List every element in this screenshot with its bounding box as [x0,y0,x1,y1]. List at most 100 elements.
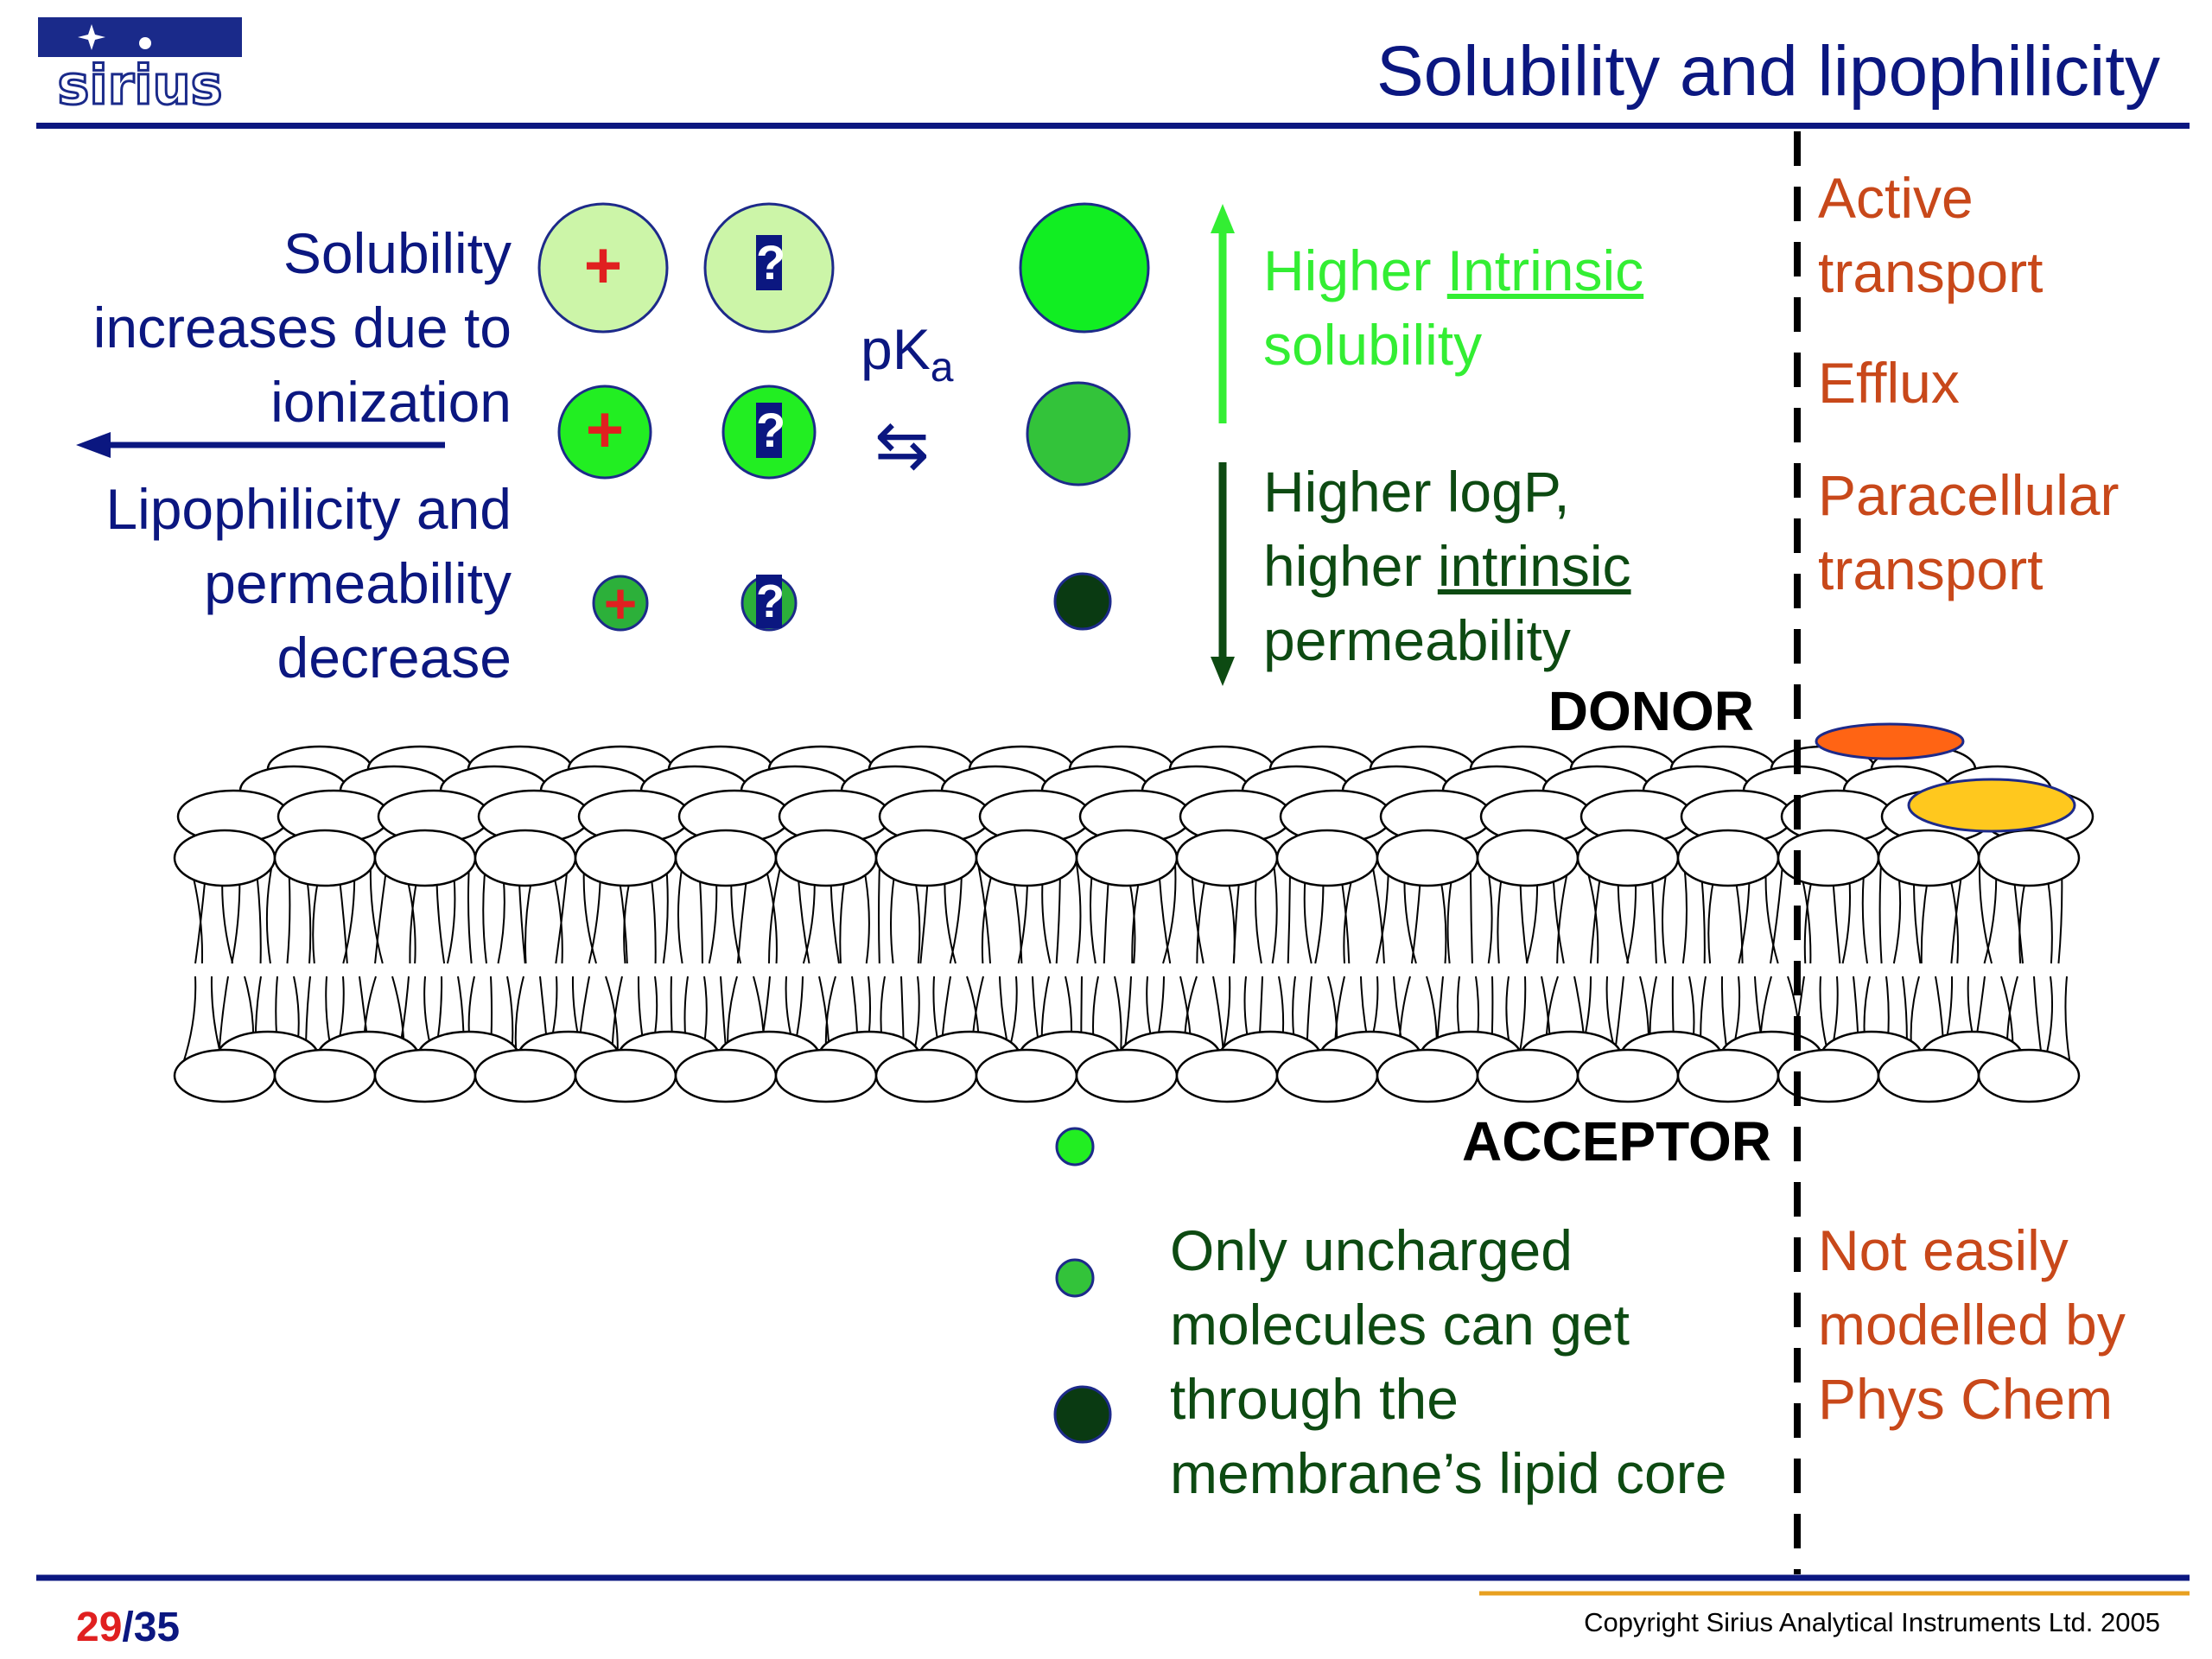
lipid-head [173,829,276,887]
lipid-tail [768,863,782,964]
lipid-tail [2064,976,2071,1064]
lipid-head [1576,1048,1680,1103]
lipid-head [574,829,677,887]
lipid-head [1576,829,1680,887]
lipid-head [1877,1048,1980,1103]
header-divider [36,123,2190,129]
sirius-logo: sirius [38,17,242,118]
lipid-tail [1764,863,1779,964]
efflux-text: Efflux [1818,351,1960,415]
lipid-head [674,829,778,887]
equilibrium-icon: ⇆ [874,406,930,483]
lipid-tail [662,863,669,964]
solubility-text: Solubility increases due to ionization [93,216,512,439]
lipid-tail [1978,863,1993,964]
lipid-head [273,1048,377,1103]
pka-base: pK [861,317,931,381]
paracellular-text: Paracellular transport [1818,458,2120,607]
cation-medium [557,385,652,480]
lipid-tail [286,863,291,964]
uncharged-line: membrane’s lipid core [1170,1441,1727,1505]
active-line: transport [1818,240,2044,304]
efflux-transporter [1815,722,1965,760]
page-current: 29 [76,1605,123,1650]
lipid-tail [374,863,388,964]
page-title: Solubility and lipophilicity [1376,32,2160,111]
lipid-tail [369,863,384,964]
not-easily-modelled-text: Not easily modelled by Phys Chem [1818,1213,2126,1436]
intrinsic-solubility-text: Higher Intrinsic solubility [1263,233,1643,382]
lipid-head [1877,829,1980,887]
lipid-tail [1287,863,1291,964]
lipid-head [173,1048,276,1103]
page-separator: / [122,1605,134,1650]
not-easily-line: Not easily [1818,1218,2069,1282]
logo-wordmark: sirius [57,54,222,107]
uncharged-line: through the [1170,1367,1459,1431]
anion-symbol-small: ? [756,575,785,628]
lipid-head [975,1048,1078,1103]
cation-symbol-large: + [583,229,623,302]
lipophilicity-line: permeability [204,551,512,615]
lipid-tail [1371,863,1385,964]
lipid-tail [182,976,197,1064]
lipid-tail [1770,863,1783,964]
lipid-tail [764,863,778,964]
lipid-head [474,1048,577,1103]
lipid-head [975,829,1078,887]
bottom-molecule-medium [1055,1258,1095,1298]
lipid-head [1075,1048,1179,1103]
lipid-tail [1162,863,1177,964]
solubility-heading-line: Higher Intrinsic [1263,233,1643,308]
solubility-line: Solubility [283,221,512,285]
solubility-line: ionization [270,370,512,434]
lipid-head [1075,829,1179,887]
lipid-head [774,829,878,887]
lipid-head [1476,1048,1580,1103]
lipid-tail [1076,863,1082,964]
lipid-tail [862,863,870,964]
neutral-molecule-medium [1026,381,1131,486]
higher-word: higher [1263,534,1438,598]
lipid-head [1175,829,1279,887]
lipid-head [1676,1048,1780,1103]
uncharged-line: Only uncharged [1170,1218,1573,1282]
anion-symbol-medium: ? [756,403,786,458]
logp-line: higher intrinsic [1263,529,1631,603]
lipid-head [1275,1048,1379,1103]
lipophilicity-text: Lipophilicity and permeability decrease [105,472,512,695]
higher-word: Higher [1263,238,1447,302]
neutral-molecule-large [1019,202,1150,334]
lipid-tail [467,863,473,964]
lipid-tail [1271,863,1278,964]
lipid-head [774,1048,878,1103]
lipid-head [1175,1048,1279,1103]
cation-large [537,202,669,334]
lipid-tail [1681,863,1688,964]
copyright-notice: Copyright Sirius Analytical Instruments … [1584,1607,2160,1637]
lipid-tail [977,863,991,964]
active-transporter [1907,778,2076,833]
solubility-up-arrow [1211,204,1235,423]
lipid-head [1275,829,1379,887]
lipid-tail [265,863,273,964]
lipid-tail [1878,863,1883,964]
lipid-head [674,1048,778,1103]
lipid-head [1376,829,1479,887]
lipid-head [1476,829,1580,887]
lipid-tail [1486,863,1493,964]
pka-subscript: a [930,345,954,391]
neutral-molecule-small [1053,572,1112,631]
lipid-tail [2044,976,2053,1064]
lipid-head [373,1048,477,1103]
lipid-head [474,829,577,887]
uncharged-molecules-text: Only uncharged molecules can get through… [1170,1213,1726,1510]
logp-line: Higher logP, [1263,460,1570,524]
solubility-line: increases due to [92,296,512,359]
lipid-head [373,829,477,887]
active-transport-text: Active transport [1818,161,2043,309]
bottom-molecule-dark [1053,1385,1112,1444]
logo-graphic: sirius [38,17,242,118]
not-easily-line: Phys Chem [1818,1367,2113,1431]
left-arrow [76,432,445,458]
